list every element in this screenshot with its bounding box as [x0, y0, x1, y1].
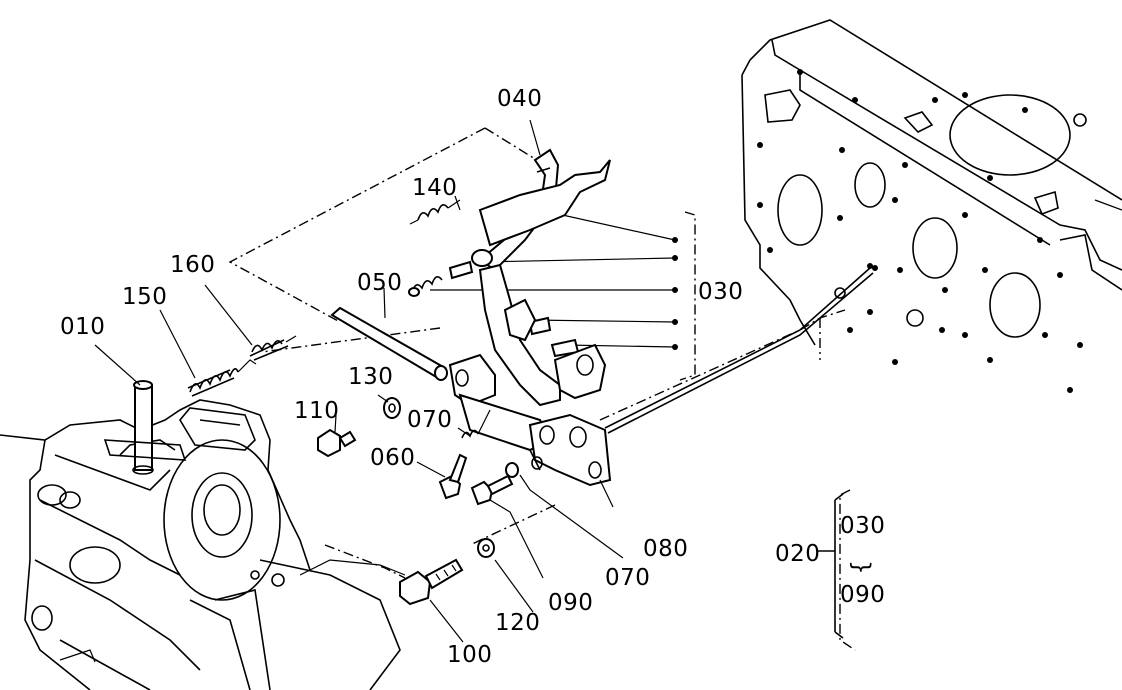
part-130-washer: [383, 397, 401, 419]
label-070-lower: 070: [605, 565, 650, 591]
label-080: 080: [643, 536, 688, 562]
label-100: 100: [447, 642, 492, 668]
label-050: 050: [357, 270, 402, 296]
label-130: 130: [348, 364, 393, 390]
assembly-leader-lines: [228, 127, 856, 651]
label-010: 010: [60, 314, 105, 340]
linkage-rod: [604, 267, 874, 434]
label-060: 060: [370, 445, 415, 471]
part-030-reference-lines: [430, 209, 678, 350]
part-140-spring: [409, 199, 461, 225]
label-090: 090: [548, 590, 593, 616]
part-020-group-bracket: [818, 493, 844, 639]
part-080-bracket: [458, 393, 612, 487]
engine-block-housing: [741, 19, 1122, 393]
label-020: 020: [775, 541, 820, 567]
label-110: 110: [294, 398, 339, 424]
part-070-washer-lower: [505, 456, 543, 478]
part-160-spring: [249, 335, 297, 361]
part-120-washer: [477, 538, 495, 558]
part-050-shaft: [330, 306, 448, 381]
label-040: 040: [497, 86, 542, 112]
label-140: 140: [412, 175, 457, 201]
label-070-upper: 070: [407, 407, 452, 433]
range-tilde: }: [848, 560, 874, 575]
part-010-shaft: [103, 380, 187, 475]
label-160: 160: [170, 252, 215, 278]
part-040-lever: [471, 148, 611, 272]
label-030: 030: [698, 279, 743, 305]
governor-fork-body: [448, 263, 607, 407]
label-150: 150: [122, 284, 167, 310]
label-120: 120: [495, 610, 540, 636]
part-100-bolt: [399, 558, 464, 606]
engine-bolt-holes: [757, 69, 1083, 393]
gear-case-housing: [0, 399, 406, 690]
part-150-spring: [187, 359, 257, 397]
label-090-group-end: 090: [840, 582, 885, 608]
label-leader-lines: [94, 119, 624, 643]
part-060-bolt: [438, 453, 468, 500]
part-090-bolt: [470, 474, 514, 506]
label-030-group-start: 030: [840, 513, 885, 539]
part-110-bolt: [317, 428, 357, 458]
